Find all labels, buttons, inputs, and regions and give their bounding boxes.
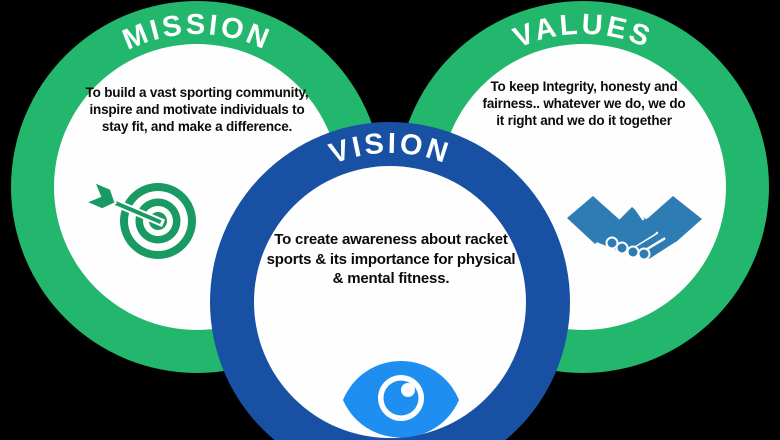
vision-statement-line: sports & its importance for physical [266,250,516,268]
vision-circle: VISION [210,122,570,440]
values-statement-line: To keep Integrity, honesty and [490,79,678,94]
mission-statement-line: inspire and motivate individuals to [89,102,305,117]
eye-icon [343,361,459,438]
mission-statement: To build a vast sporting community, insp… [57,84,337,135]
values-statement-line: it right and we do it together [496,113,672,128]
mission-statement-line: To build a vast sporting community, [85,85,309,100]
vision-statement-line: & mental fitness. [332,270,450,287]
vision-statement: To create awareness about racket sports … [231,230,551,289]
vision-statement-line: To create awareness about racket [274,231,508,248]
target-dart-icon [82,180,196,259]
values-statement-line: fairness.. whatever we do, we do [482,96,686,111]
mission-statement-line: stay fit, and make a difference. [101,119,293,134]
values-statement: To keep Integrity, honesty and fairness.… [444,78,724,129]
vision-inner [254,166,526,438]
handshake-icon [567,196,702,261]
